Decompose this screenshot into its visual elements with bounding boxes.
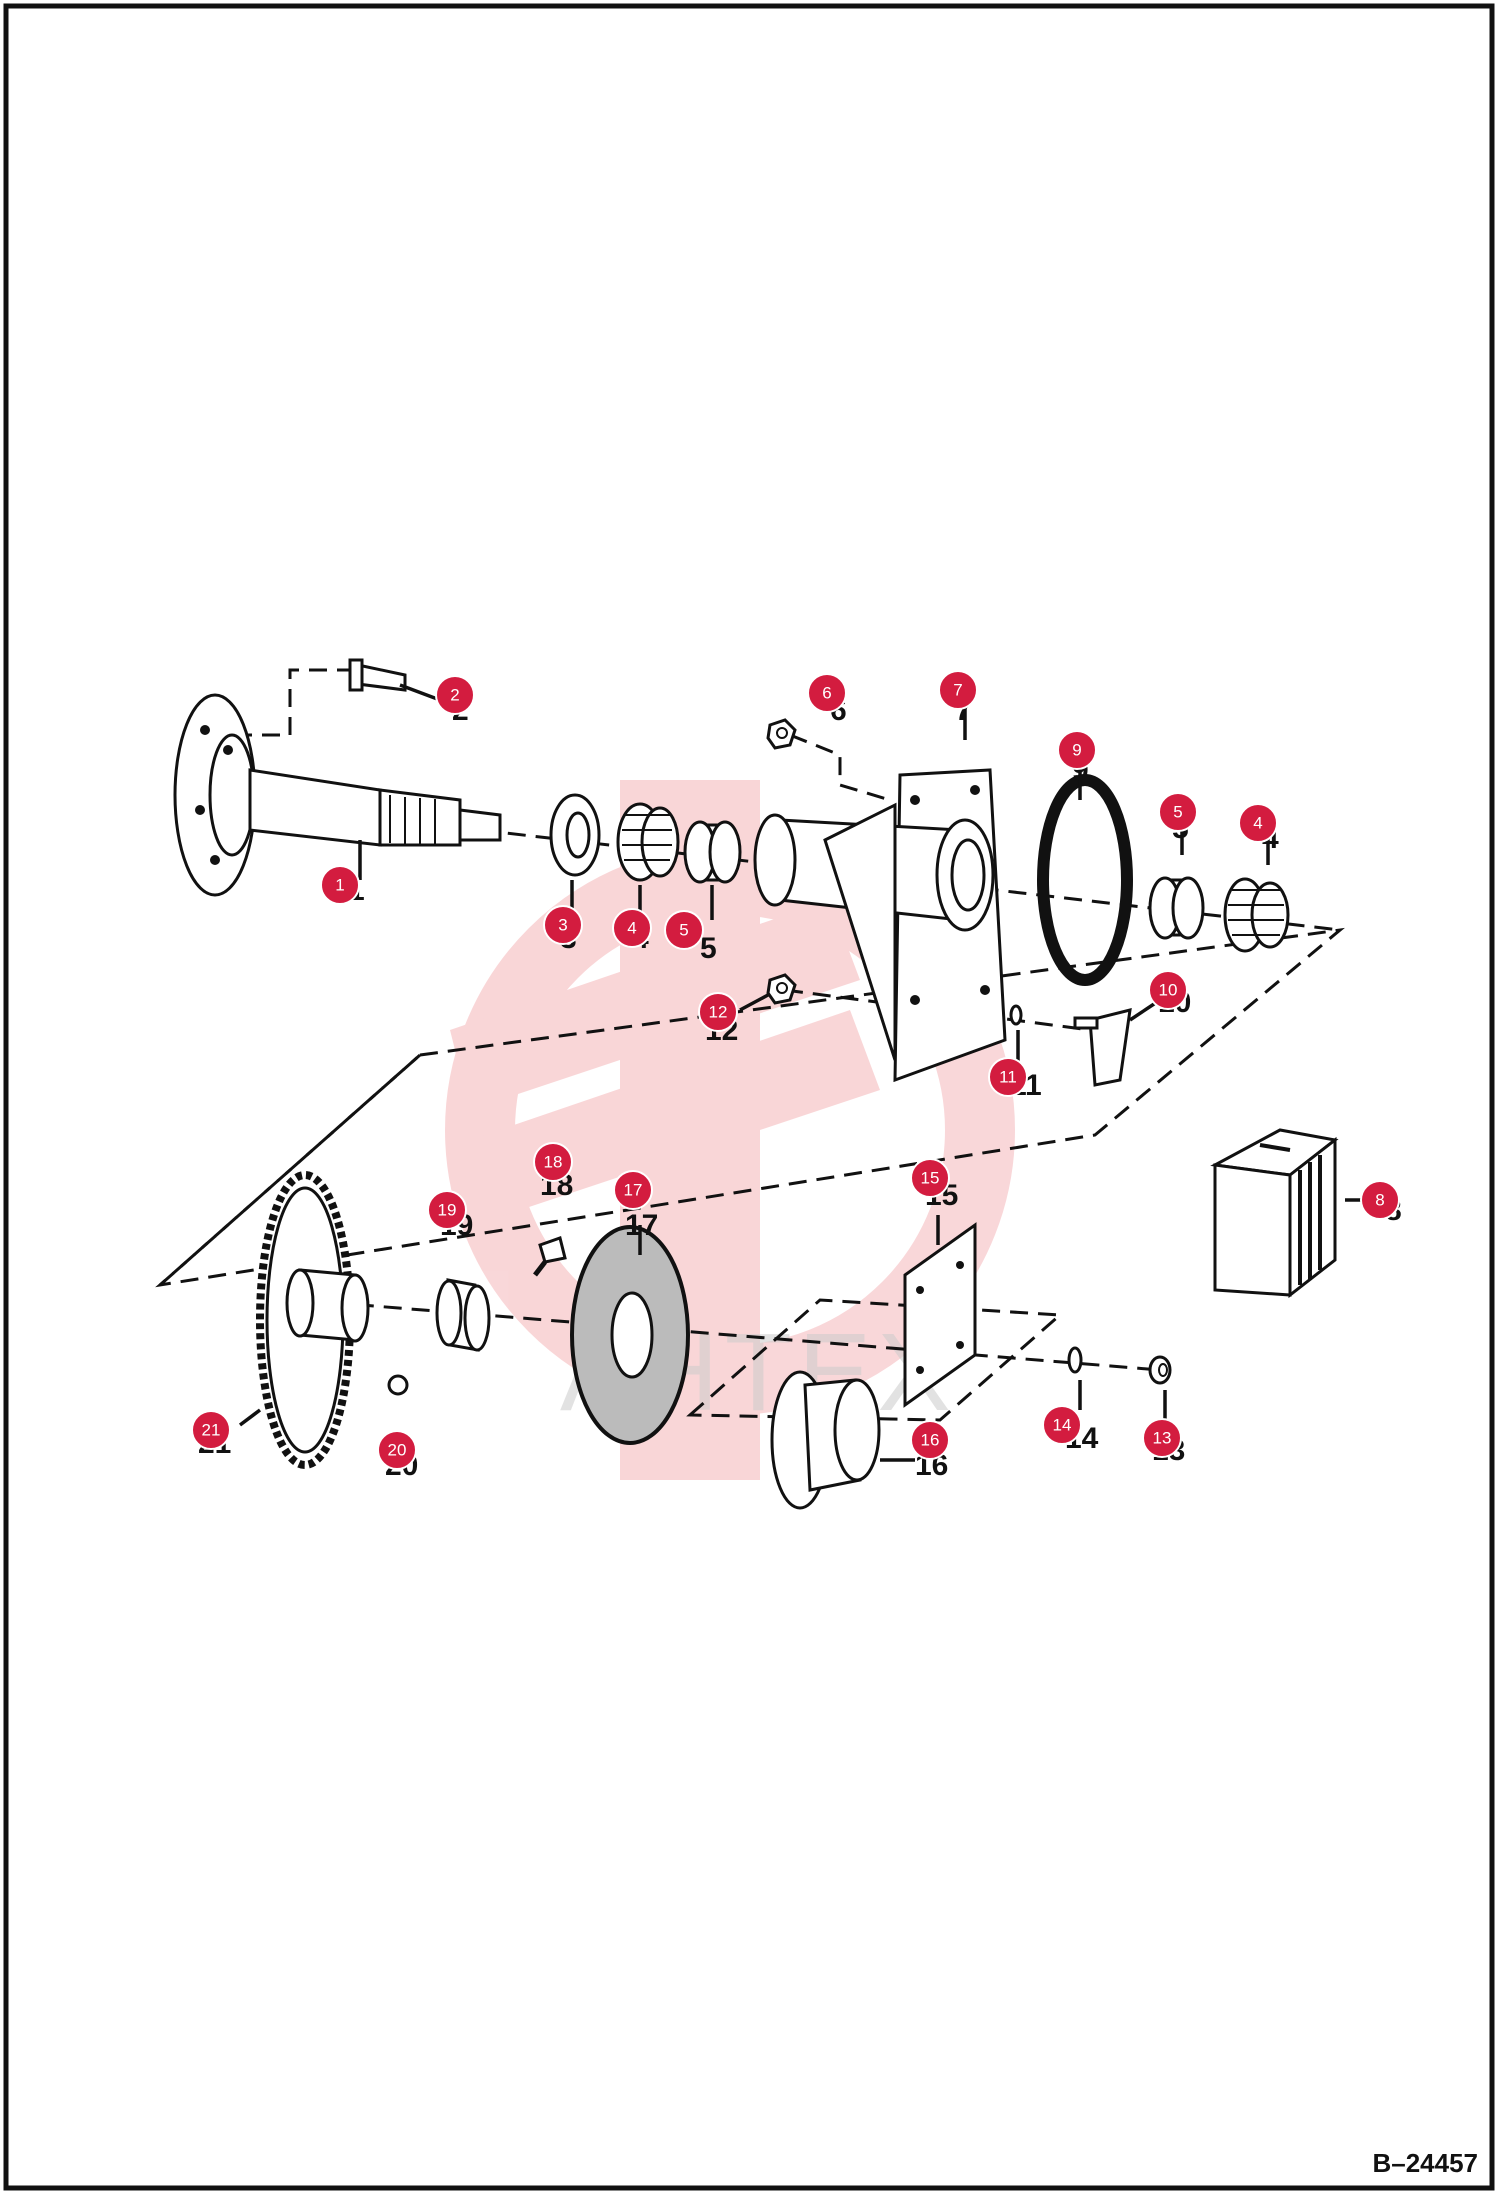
svg-text:5: 5 [700,932,717,965]
callout-2: 2 [435,675,475,715]
o-ring [1037,774,1133,986]
svg-text:14: 14 [1053,1416,1072,1435]
svg-text:20: 20 [388,1441,407,1460]
svg-text:3: 3 [558,916,567,935]
svg-text:6: 6 [822,684,831,703]
nut-20 [387,1374,409,1396]
callout-6: 6 [807,673,847,713]
svg-text:18: 18 [544,1153,563,1172]
callout-9: 9 [1057,730,1097,770]
callout-5-inner: 5 [664,910,704,950]
callout-badges: 1 2 3 4 5 6 7 9 5 4 12 10 11 8 18 19 17 … [191,670,1400,1470]
hub-cap [770,1370,881,1510]
bearing-cone-outer [1223,877,1290,953]
callout-19: 19 [427,1190,467,1230]
callout-10: 10 [1148,970,1188,1010]
bracket [1073,1008,1132,1087]
seal [549,793,601,877]
svg-text:4: 4 [1253,814,1262,833]
brake-disc [570,1225,690,1445]
set-bolt [533,1236,567,1277]
wheel-stud [348,658,407,692]
cube-block [1210,1128,1339,1299]
callout-15: 15 [910,1158,950,1198]
axle-shaft [173,693,502,897]
svg-text:10: 10 [1159,981,1178,1000]
callout-4-inner: 4 [612,908,652,948]
nut-upper [766,718,797,750]
bearing-cup-inner [683,820,742,884]
svg-text:1: 1 [335,876,344,895]
callout-1: 1 [320,865,360,905]
mount-plate [903,1222,977,1408]
callout-7: 7 [938,670,978,710]
svg-text:16: 16 [921,1431,940,1450]
svg-text:17: 17 [625,1209,658,1242]
washer-14 [1067,1346,1083,1374]
bearing-cup-outer [1148,876,1205,940]
callout-17: 17 [613,1170,653,1210]
svg-text:11: 11 [999,1068,1017,1087]
svg-text:17: 17 [624,1181,643,1200]
callout-3: 3 [543,905,583,945]
stud-to-flange-line [235,668,355,737]
page-border [3,3,1495,2191]
svg-text:5: 5 [1173,803,1182,822]
svg-text:15: 15 [921,1169,940,1188]
lower-plane-outline [159,1053,421,1287]
svg-text:9: 9 [1072,741,1081,760]
document-id: B–24457 [1372,2148,1478,2178]
nut6-to-housing-line [789,733,891,802]
callout-5-outer: 5 [1158,792,1198,832]
callout-4-outer: 4 [1238,803,1278,843]
callout-11: 11 [988,1057,1028,1097]
hub-housing [753,768,1007,1083]
callout-18: 18 [533,1142,573,1182]
nut-13 [1148,1355,1172,1385]
svg-text:19: 19 [438,1201,457,1220]
callout-20: 20 [377,1430,417,1470]
callout-14: 14 [1042,1405,1082,1445]
svg-text:8: 8 [1375,1191,1384,1210]
callout-16: 16 [910,1420,950,1460]
callout-12: 12 [698,992,738,1032]
svg-text:21: 21 [202,1421,221,1440]
hub-collar [435,1278,491,1352]
lock-washer-11 [1009,1004,1023,1026]
bearing-cone-inner [616,802,680,882]
svg-text:13: 13 [1153,1429,1172,1448]
callout-8: 8 [1360,1180,1400,1220]
svg-text:12: 12 [709,1003,728,1022]
svg-text:2: 2 [450,686,459,705]
callout-13: 13 [1142,1418,1182,1458]
sprocket [256,1171,370,1469]
svg-text:4: 4 [627,919,636,938]
svg-text:7: 7 [953,681,962,700]
callout-21: 21 [191,1410,231,1450]
svg-text:5: 5 [679,921,688,940]
nut-lower [766,973,797,1005]
